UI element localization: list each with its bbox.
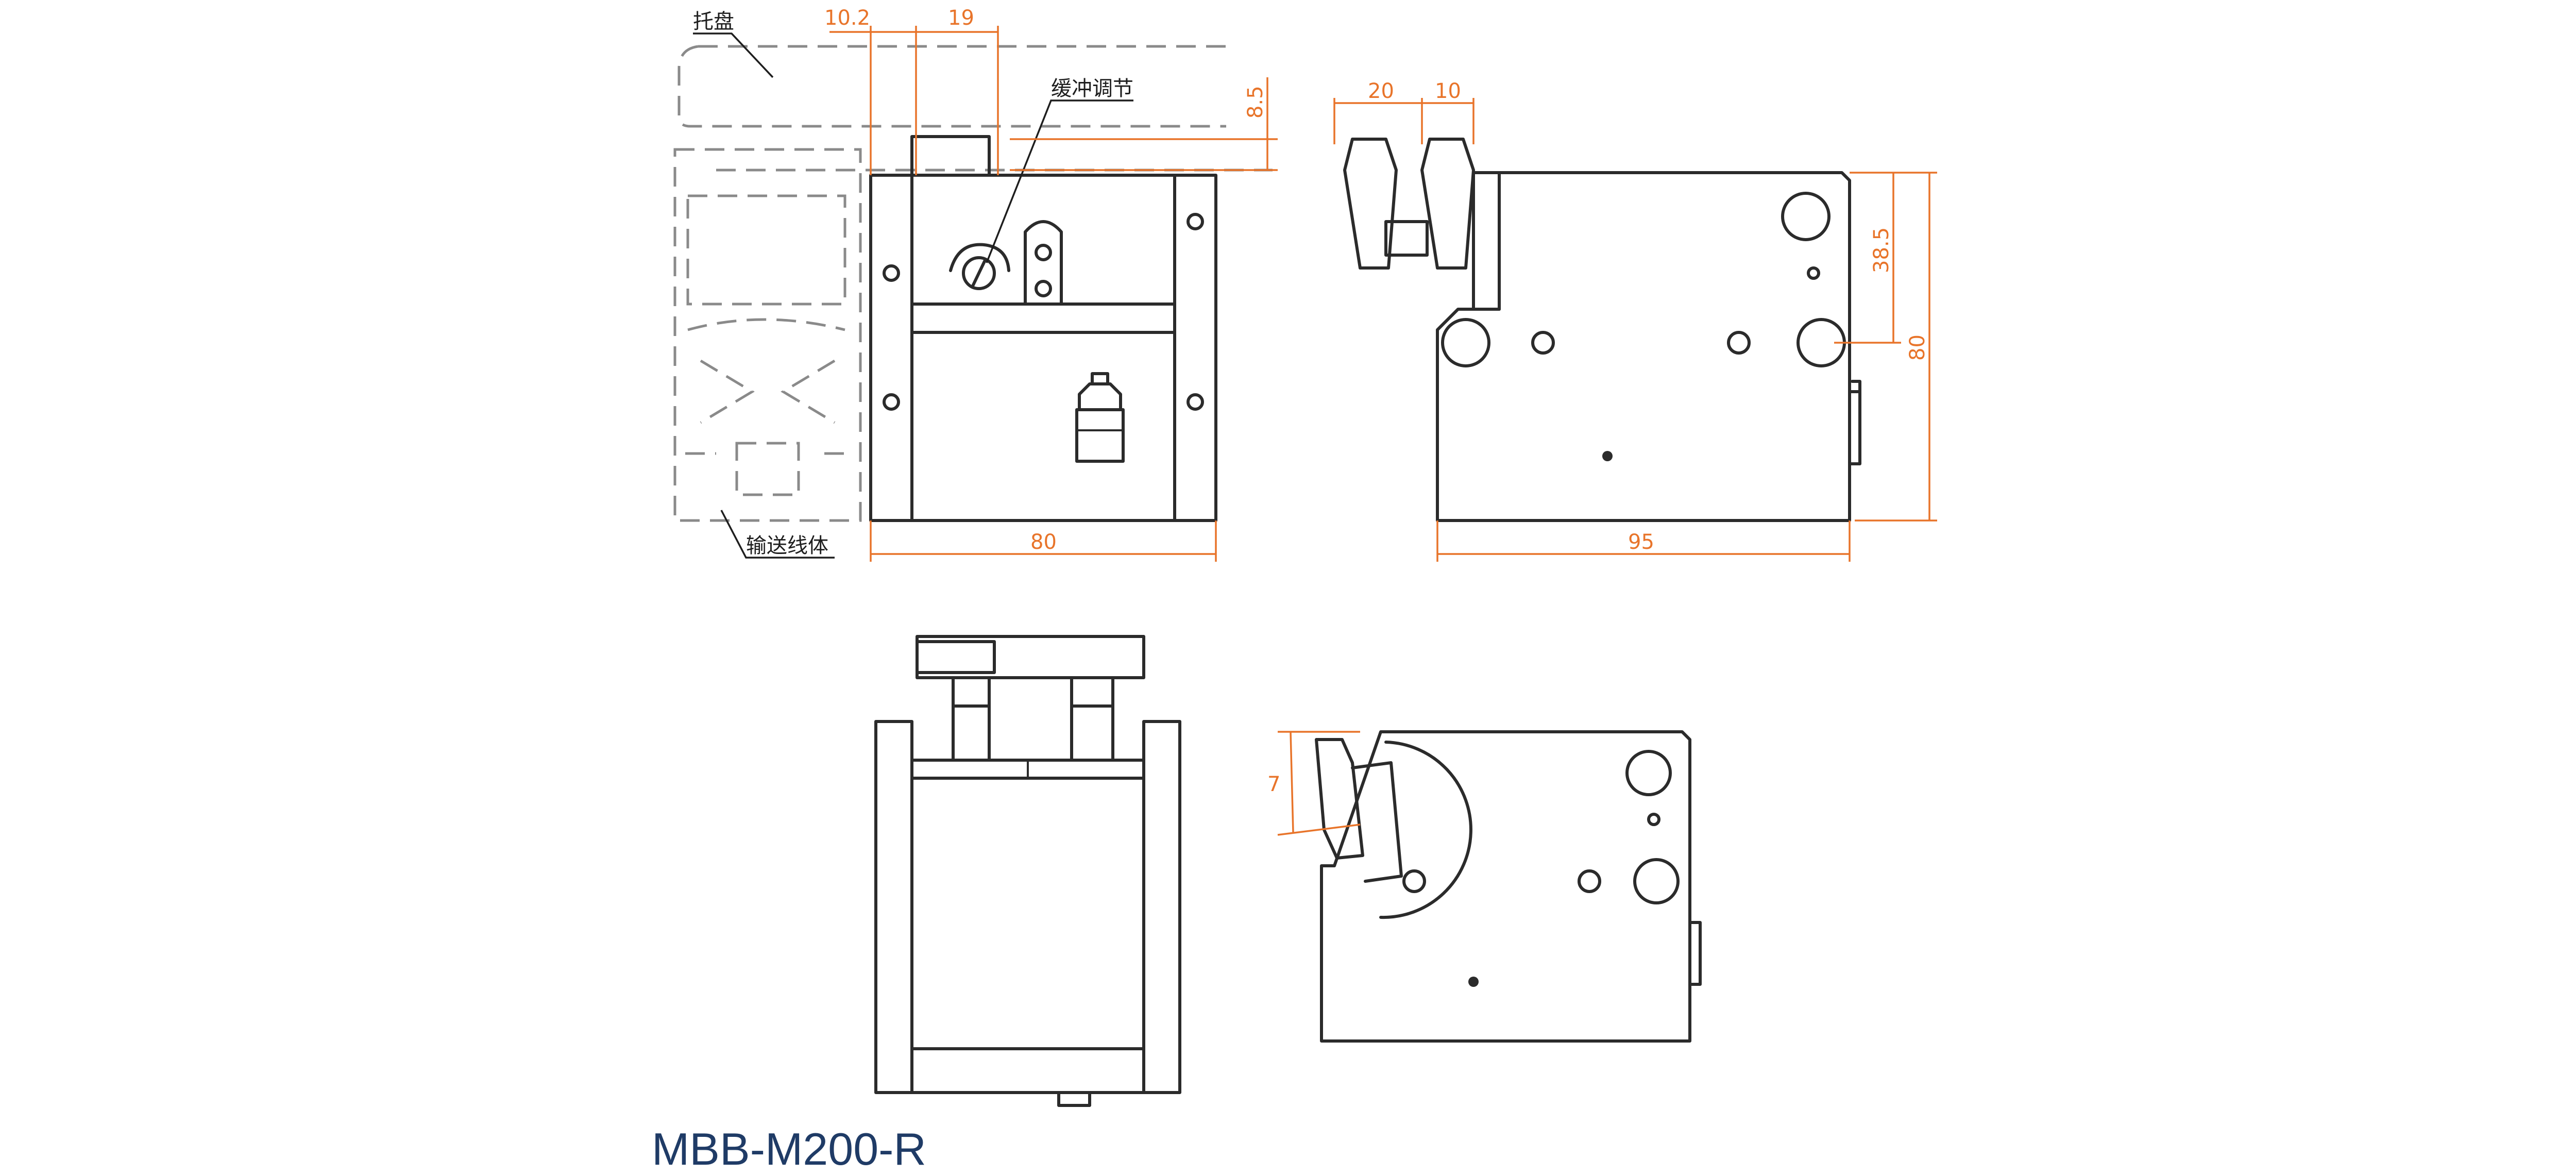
side-roller-left xyxy=(1343,138,1398,270)
front-width-dim: 80 xyxy=(1030,530,1057,554)
side-hole-b xyxy=(1727,331,1751,355)
side-roller-axle xyxy=(1384,220,1429,257)
buffer-label: 缓冲调节 xyxy=(1051,77,1133,100)
buffer-knob-slot xyxy=(971,259,987,288)
stop-head xyxy=(910,135,991,177)
side-upright xyxy=(1472,171,1501,311)
side-roller-right xyxy=(1420,138,1475,270)
side-view: 20 10 38.5 80 95 xyxy=(1333,79,1937,562)
side-right-dim-b: 80 xyxy=(1906,334,1929,361)
side-top-dim-a: 20 xyxy=(1368,79,1394,103)
side-hole-a xyxy=(1531,331,1555,355)
rot-large-hole-top xyxy=(1625,750,1672,796)
rot-angle-dim: 7 xyxy=(1267,773,1280,796)
rot-hole-b xyxy=(1578,869,1601,893)
conveyor-slots xyxy=(685,194,850,496)
front-width-dim-lines xyxy=(870,521,1217,562)
front-top-dim-lines xyxy=(829,26,999,175)
side-large-hole-top xyxy=(1781,192,1831,241)
front-body xyxy=(910,174,1176,522)
front-sensor-body xyxy=(1075,408,1125,463)
rot-pivot-arc xyxy=(1379,741,1472,919)
side-top-dim-b: 10 xyxy=(1435,79,1461,103)
top-view xyxy=(874,635,1181,1107)
rot-angle-dim-lines xyxy=(1277,731,1361,836)
buffer-leader xyxy=(986,99,1133,263)
tray-label: 托盘 xyxy=(693,10,734,33)
rot-small-hole xyxy=(1647,813,1660,826)
rot-sensor xyxy=(1688,921,1702,986)
top-pillars xyxy=(952,676,1114,762)
adjust-slot xyxy=(1024,220,1063,306)
side-width-dim: 95 xyxy=(1628,530,1654,554)
rot-body xyxy=(1320,730,1691,1043)
tray-outline xyxy=(677,45,1273,172)
rotated-view: 7 xyxy=(1267,730,1702,1043)
adjust-hole-1 xyxy=(1035,244,1052,261)
side-small-hole xyxy=(1807,266,1820,280)
side-width-dim-lines xyxy=(1436,521,1851,562)
left-plate-bolt-top xyxy=(883,264,900,282)
side-large-hole-left xyxy=(1441,318,1490,367)
tray-leader xyxy=(693,32,774,78)
left-plate-bolt-bottom xyxy=(883,393,900,411)
front-side-dim: 8.5 xyxy=(1244,86,1267,119)
conveyor-label: 输送线体 xyxy=(746,534,828,558)
front-side-dim-lines xyxy=(1010,77,1278,171)
front-top-dim-b: 19 xyxy=(948,6,974,30)
top-bottom-tab xyxy=(1057,1091,1091,1107)
right-plate-bolt-top xyxy=(1187,213,1204,230)
conveyor-profile xyxy=(673,148,862,522)
model-name: MBB-M200-R xyxy=(652,1123,926,1174)
side-body xyxy=(1436,171,1851,522)
rot-dot-hole xyxy=(1468,977,1479,987)
top-cap-left xyxy=(916,640,996,674)
left-side-plate xyxy=(869,174,913,522)
adjust-hole-2 xyxy=(1035,280,1052,297)
front-top-dim-a: 10.2 xyxy=(824,6,870,30)
conveyor-leader xyxy=(720,510,835,559)
buffer-rotation-arrow xyxy=(949,243,1010,272)
top-left-bracket xyxy=(874,720,913,1094)
side-sensor xyxy=(1848,380,1861,465)
top-right-bracket xyxy=(1142,720,1181,1094)
buffer-knob xyxy=(962,256,996,290)
top-body xyxy=(910,759,1145,1094)
rot-hole-a xyxy=(1402,869,1426,893)
right-side-plate xyxy=(1173,174,1217,522)
front-sensor-head xyxy=(1078,372,1122,411)
side-right-dim-lines xyxy=(1834,172,1937,522)
side-dot-hole xyxy=(1602,451,1613,461)
right-plate-bolt-bottom xyxy=(1187,393,1204,411)
side-right-dim-a: 38.5 xyxy=(1870,227,1893,273)
rot-large-hole-right xyxy=(1633,858,1680,904)
side-top-dim-lines xyxy=(1333,98,1475,144)
front-view: 托盘 缓冲调节 输送线体 10.2 19 8.5 80 xyxy=(673,6,1278,562)
rot-arm xyxy=(1351,761,1403,883)
rot-roller xyxy=(1315,738,1364,860)
